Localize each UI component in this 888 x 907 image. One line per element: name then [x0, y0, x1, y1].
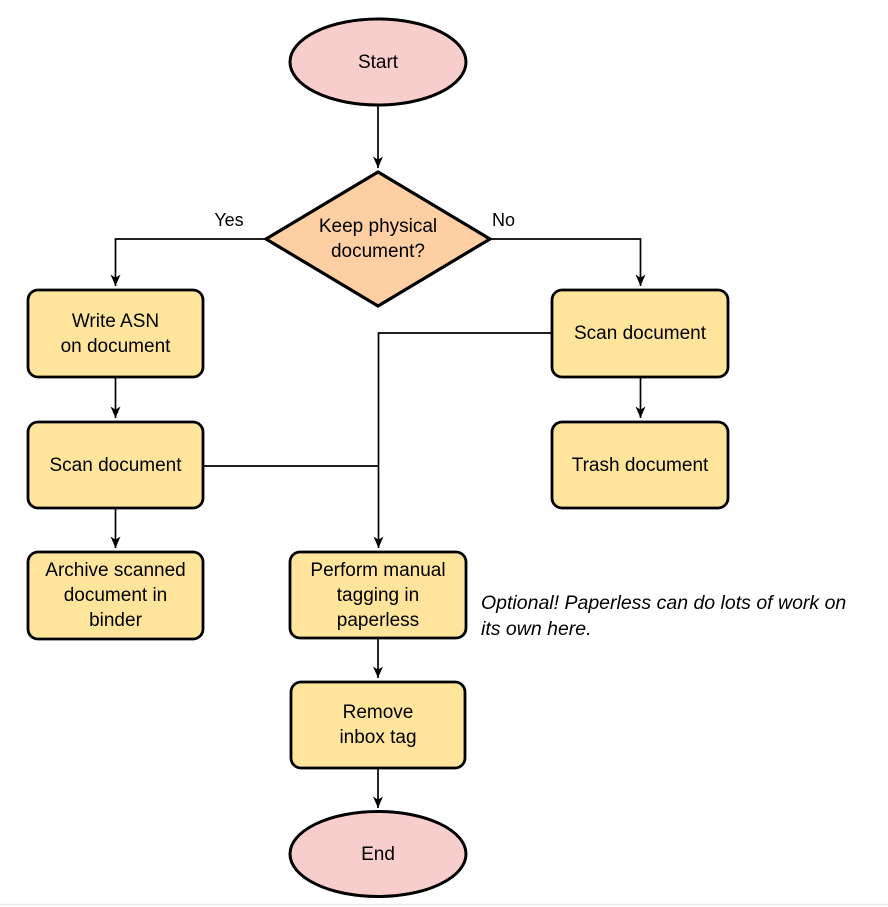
- trash-node-shape: [550, 420, 730, 510]
- edge-scan-right-to-tagging: [373, 332, 552, 548]
- optional-note: Optional! Paperless can do lots of work …: [481, 592, 847, 640]
- remove-inbox-node-shape: [289, 680, 467, 770]
- edge-yes-to-write-asn: [110, 238, 266, 286]
- scan-document-right-node-shape: [550, 288, 730, 379]
- scan-document-left-node-shape: [26, 420, 205, 510]
- edge-label-no: No: [492, 210, 516, 230]
- archive-node-shape: [26, 550, 205, 641]
- decision-node-shape: [262, 170, 494, 308]
- edge-label-yes: Yes: [214, 210, 244, 230]
- tagging-node-shape: [288, 550, 468, 640]
- edge-no-to-scan-right: [490, 238, 646, 286]
- write-asn-node-shape: [26, 288, 205, 379]
- start-node-shape: [288, 17, 468, 107]
- end-node-shape: [288, 810, 468, 898]
